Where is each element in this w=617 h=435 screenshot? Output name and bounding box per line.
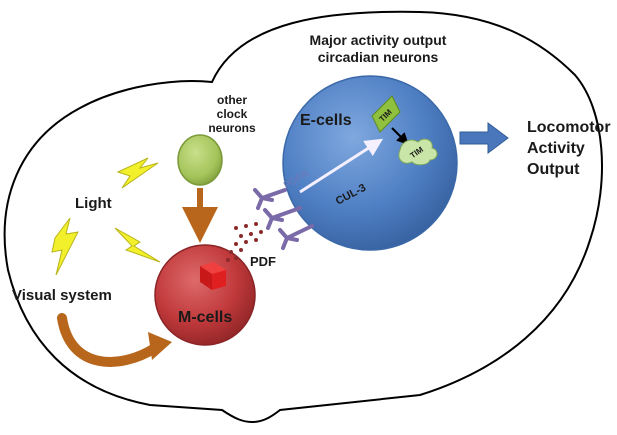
receptor-icon	[253, 188, 314, 250]
lightning-bolt-icon	[114, 227, 161, 263]
title-line1: Major activity output	[310, 32, 447, 48]
pdf-dots	[226, 222, 263, 262]
other-clock-line1: other	[217, 93, 247, 107]
other-clock-line2: clock	[217, 107, 248, 121]
output-line1: Locomotor	[527, 119, 611, 136]
tim-degradation-arrow	[391, 127, 409, 145]
pdf-label: PDF	[250, 254, 276, 269]
visual-system-label: Visual system	[12, 287, 112, 304]
visual-arrow-head	[148, 332, 172, 360]
title-line2: circadian neurons	[318, 49, 439, 65]
output-line3: Output	[527, 161, 580, 178]
tim-cloud-icon: TIM	[398, 138, 438, 166]
light-label: Light	[75, 195, 112, 212]
output-arrow	[459, 122, 509, 154]
m-cell	[154, 244, 256, 346]
red-cube-icon	[200, 262, 226, 290]
brain-outline	[3, 10, 603, 424]
other-clock-line3: neurons	[208, 121, 256, 135]
lightning-bolt-icon	[116, 157, 159, 189]
pdfr-signal-arrow	[299, 138, 384, 194]
e-cells-label: E-cells	[300, 112, 352, 129]
tim-diamond-icon: TIM	[371, 95, 401, 133]
visual-to-mcell-arrow	[57, 313, 160, 367]
output-line2: Activity	[527, 140, 585, 157]
lightning-bolt-icon	[51, 217, 79, 276]
m-cells-label: M-cells	[178, 309, 232, 326]
other-clock-neuron	[177, 134, 223, 186]
e-cell	[282, 75, 458, 251]
